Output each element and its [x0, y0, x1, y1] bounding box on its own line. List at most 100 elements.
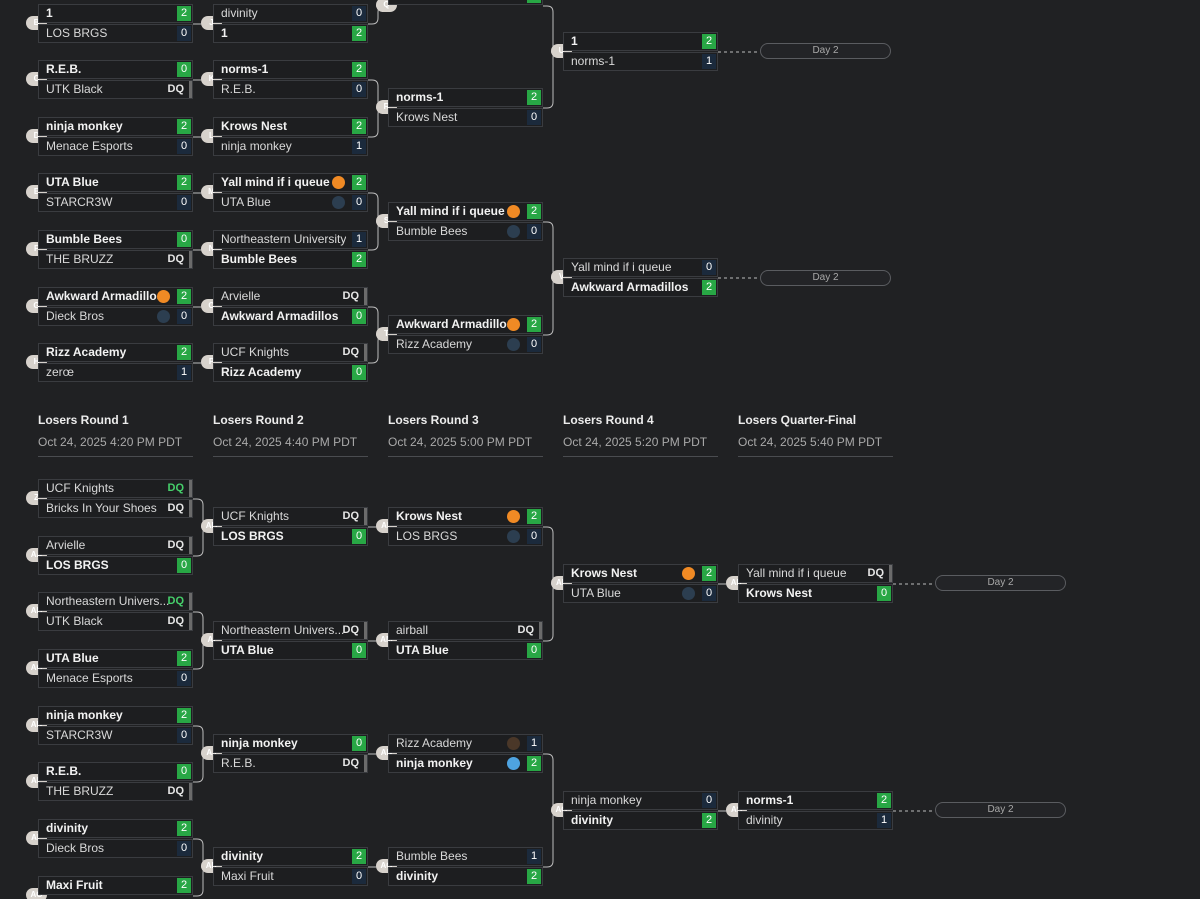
future-match-pill[interactable]: Day 2: [935, 575, 1066, 591]
future-match-pill[interactable]: Day 2: [760, 270, 891, 286]
team-row[interactable]: R.E.B.DQ: [213, 754, 368, 773]
match-q[interactable]: Q2: [376, 0, 543, 26]
team-row[interactable]: Northeastern Univers...DQ: [213, 621, 368, 640]
future-match-pill[interactable]: Day 2: [935, 802, 1066, 818]
team-row[interactable]: R.E.B.0: [38, 762, 193, 781]
team-row[interactable]: 2: [388, 0, 543, 5]
team-row[interactable]: Northeastern Univers...DQ: [38, 592, 193, 611]
